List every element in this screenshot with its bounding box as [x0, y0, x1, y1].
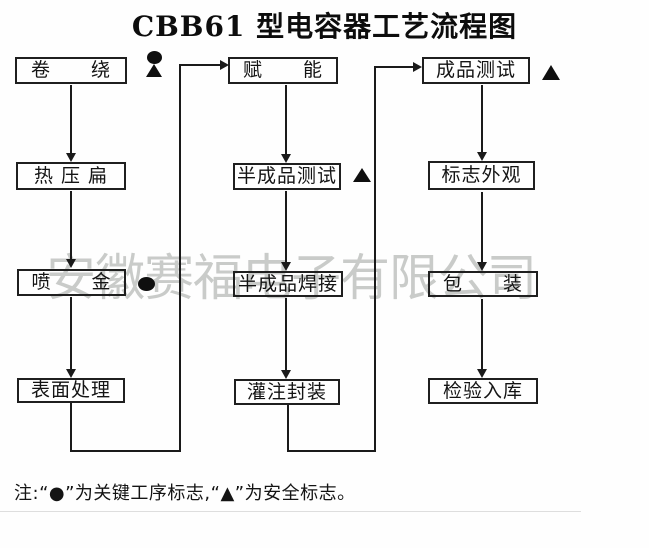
flow-box-semi-product-test: 半成品测试	[233, 163, 341, 190]
connector-col2-col3	[287, 450, 376, 452]
arrow-right-icon	[413, 62, 422, 72]
arrow-down-icon	[281, 154, 291, 163]
flow-box-product-test: 成品测试	[422, 57, 530, 84]
legend-note: 注:“●”为关键工序标志,“▲”为安全标志。	[14, 483, 356, 504]
arrow-line	[70, 85, 72, 154]
arrow-line	[70, 191, 72, 260]
safety-marker-icon	[542, 65, 560, 80]
arrow-line	[70, 297, 72, 370]
arrow-down-icon	[66, 259, 76, 268]
flow-box-potting-encapsulation: 灌注封装	[234, 379, 340, 405]
arrow-down-icon	[281, 262, 291, 271]
connector-col2-col3	[374, 66, 376, 452]
flow-box-marking-appearance: 标志外观	[428, 161, 535, 190]
arrow-line	[481, 85, 483, 153]
flow-box-energize: 赋 能	[228, 57, 338, 84]
connector-col1-col2	[70, 450, 181, 452]
arrow-down-icon	[477, 369, 487, 378]
company-watermark: 安徽赛福电子有限公司	[46, 249, 537, 307]
arrow-line	[481, 299, 483, 369]
arrow-down-icon	[66, 369, 76, 378]
page-title: CBB61 型电容器工艺流程图	[131, 10, 518, 43]
arrow-down-icon	[66, 153, 76, 162]
key-process-marker-icon	[147, 51, 162, 64]
flow-box-hot-press-flat: 热 压 扁	[16, 162, 126, 190]
flow-box-inspection-storage: 检验入库	[428, 378, 538, 404]
flow-box-winding: 卷 绕	[15, 57, 127, 84]
arrow-down-icon	[281, 370, 291, 379]
safety-marker-icon	[353, 168, 371, 182]
arrow-line	[285, 298, 287, 371]
connector-col1-col2	[70, 403, 72, 452]
arrow-right-icon	[220, 60, 229, 70]
flow-box-surface-treatment: 表面处理	[17, 378, 125, 403]
connector-col2-col3	[374, 66, 413, 68]
flow-box-semi-product-weld: 半成品焊接	[233, 271, 343, 297]
connector-col2-col3	[287, 405, 289, 452]
arrow-down-icon	[477, 262, 487, 271]
safety-marker-icon	[146, 64, 162, 77]
arrow-line	[481, 192, 483, 262]
bottom-divider	[0, 511, 581, 512]
flow-box-packaging: 包 装	[428, 271, 538, 297]
arrow-down-icon	[477, 152, 487, 161]
arrow-line	[285, 191, 287, 263]
connector-col1-col2	[179, 64, 181, 452]
flow-box-gold-spray: 喷 金	[17, 269, 126, 296]
arrow-line	[285, 85, 287, 155]
key-process-marker-icon	[138, 277, 155, 291]
connector-col1-col2	[179, 64, 220, 66]
